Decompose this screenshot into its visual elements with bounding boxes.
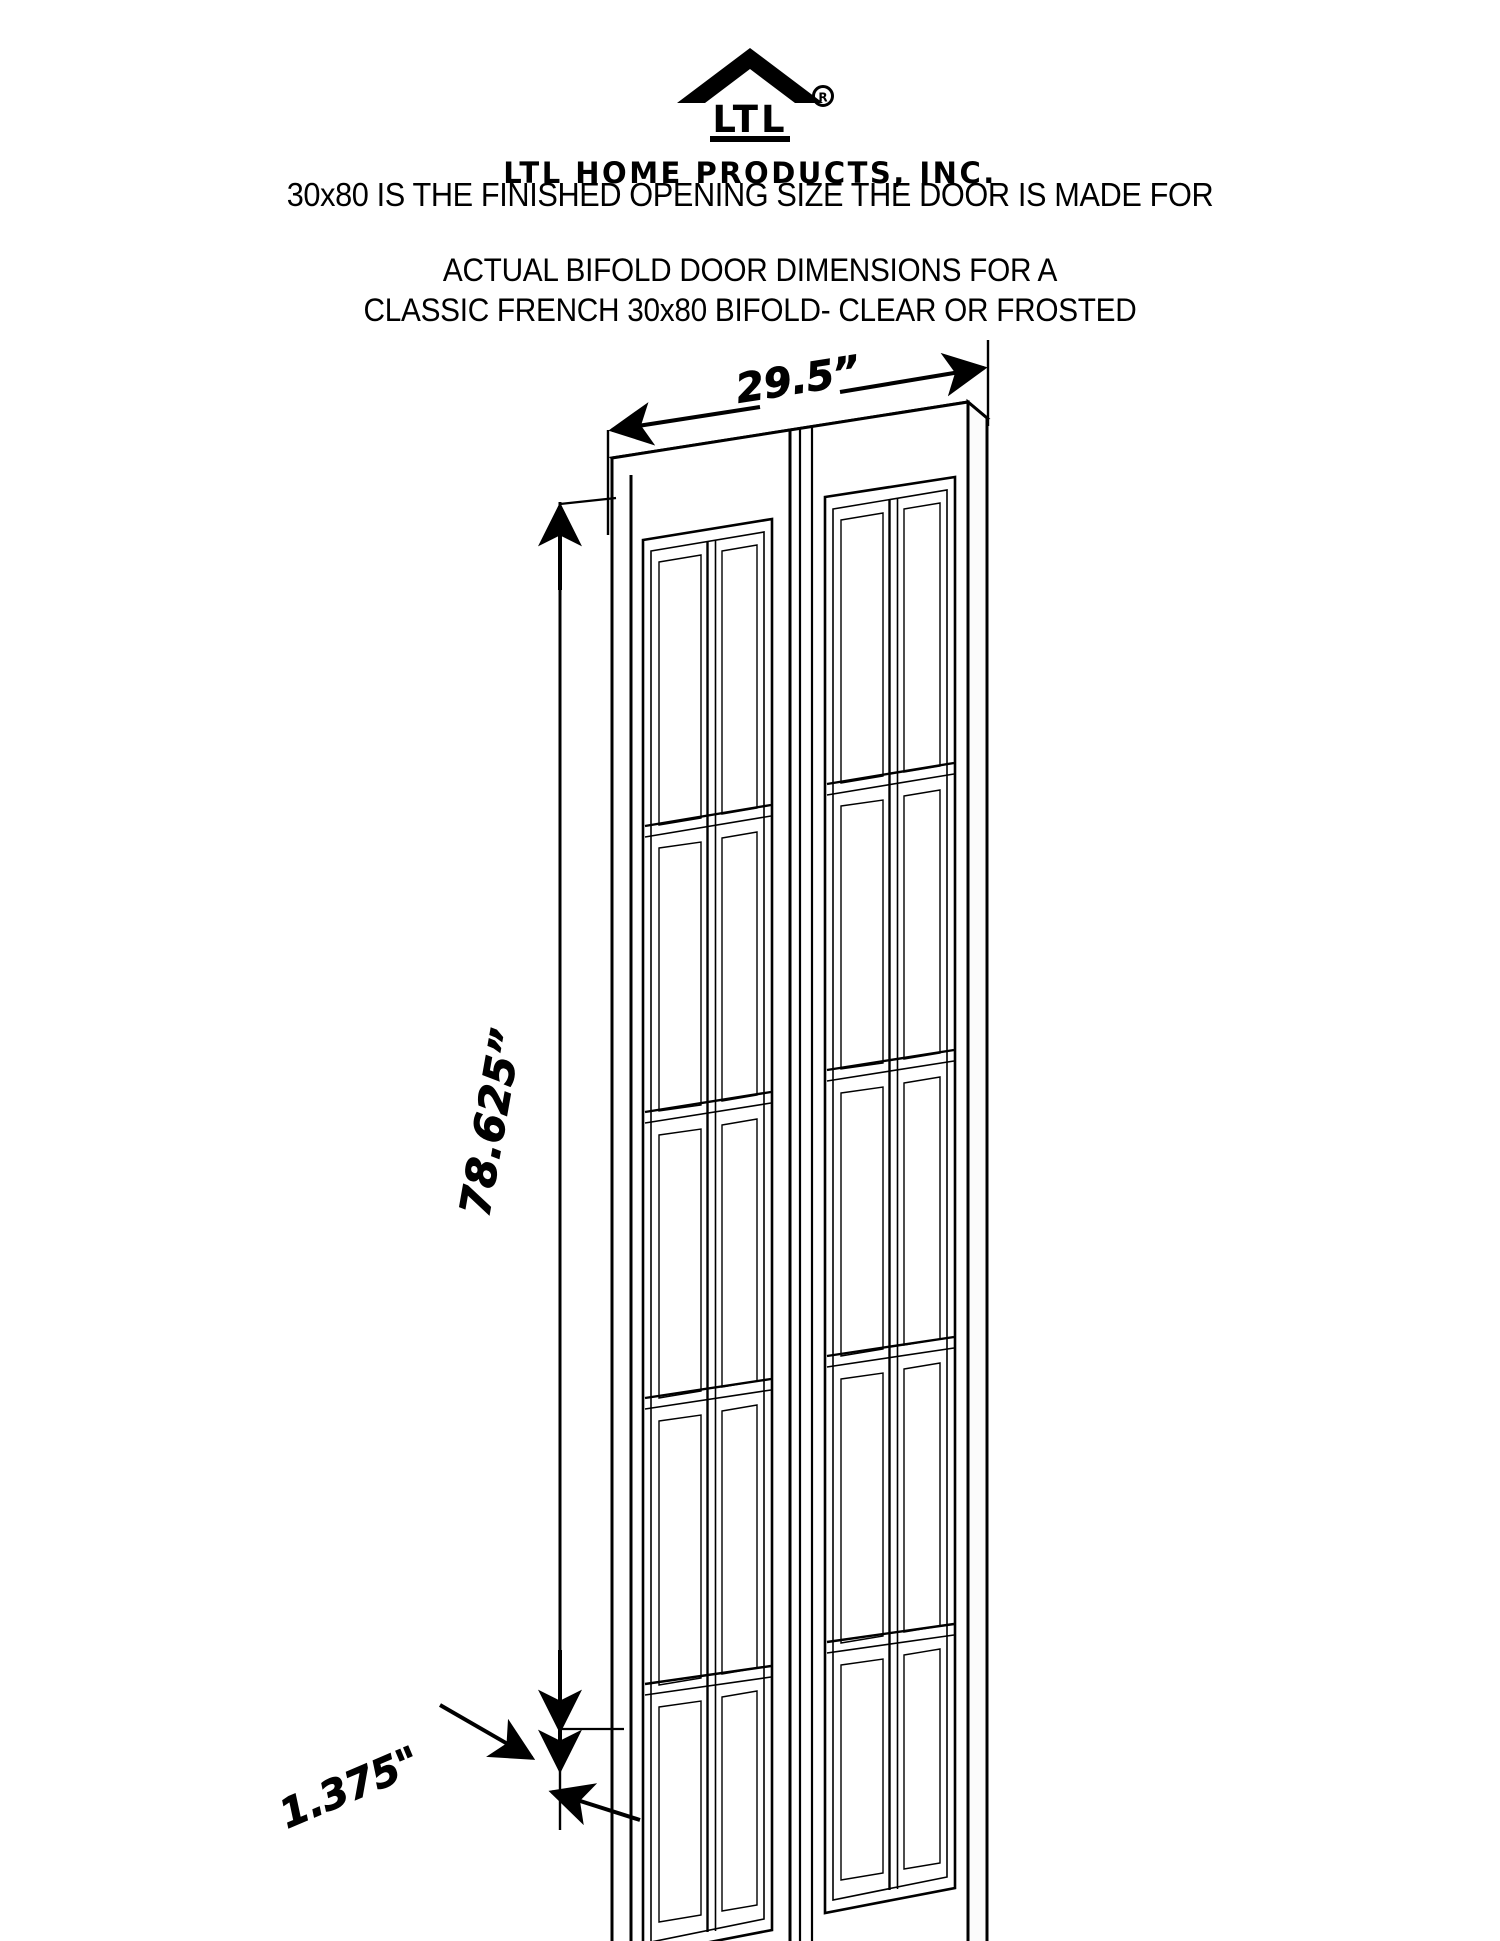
subhead-text: ACTUAL BIFOLD DOOR DIMENSIONS FOR A CLAS… — [53, 250, 1448, 330]
left-panel-lite-bevels — [658, 544, 758, 1923]
height-ext-top — [559, 496, 617, 506]
door-assembly — [608, 398, 991, 1941]
left-panel-frame-inner — [650, 531, 765, 1941]
right-panel-lite-bevels — [840, 502, 941, 1881]
right-panel-lites — [823, 475, 957, 1915]
thickness-dimension-label: 1.375" — [273, 1738, 427, 1838]
left-panel-lites — [641, 517, 774, 1941]
door-right-side-face — [966, 398, 989, 1941]
width-dimension-label: 29.5” — [733, 348, 863, 413]
svg-text:R: R — [818, 91, 827, 105]
company-name: LTL HOME PRODUCTS, INC. — [503, 156, 997, 190]
subhead-line-2: CLASSIC FRENCH 30x80 BIFOLD- CLEAR OR FR… — [363, 292, 1137, 328]
left-panel-frame — [641, 517, 774, 1941]
thickness-arrow-lower — [548, 1783, 641, 1826]
bifold-door-diagram: 29.5” 78.625” — [273, 340, 991, 1941]
height-dimension-label: 78.625” — [450, 1025, 531, 1220]
thickness-arrow-upper — [439, 1703, 536, 1760]
ltl-chevron-roof-logo-icon: R LTL — [677, 48, 834, 142]
dimension-thickness: 1.375" — [273, 1660, 641, 1838]
width-arrow-left — [608, 402, 761, 446]
right-panel-frame — [823, 475, 957, 1915]
subhead-line-1: ACTUAL BIFOLD DOOR DIMENSIONS FOR A — [442, 252, 1058, 288]
headline-text: 30x80 IS THE FINISHED OPENING SIZE THE D… — [286, 176, 1214, 213]
dimension-height: 78.625” — [450, 496, 624, 1734]
width-arrow-right — [839, 352, 988, 397]
right-panel-frame-inner — [832, 489, 948, 1901]
svg-text:LTL: LTL — [712, 98, 787, 141]
brand-header: R LTL LTL HOME PRODUCTS, INC. — [0, 40, 1500, 188]
